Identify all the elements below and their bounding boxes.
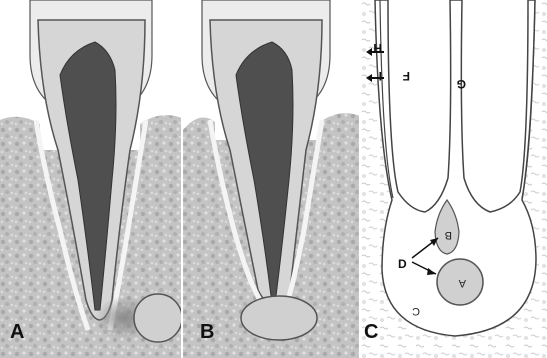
panel-a: A xyxy=(0,0,182,358)
panel-b-letter: B xyxy=(200,321,214,343)
label-b: B xyxy=(445,229,452,241)
label-i: I xyxy=(379,69,382,83)
panel-a-letter: A xyxy=(10,321,24,343)
label-d: D xyxy=(398,257,407,271)
panel-c: H I F G B A C D C xyxy=(361,0,547,358)
label-h: H xyxy=(373,41,382,55)
root-right xyxy=(461,0,528,212)
label-g: G xyxy=(457,77,466,91)
panel-c-letter: C xyxy=(364,321,378,343)
panel-b: B xyxy=(183,0,360,358)
periapical-lesion xyxy=(241,296,317,340)
periapical-lesion xyxy=(134,294,182,342)
root-left xyxy=(388,0,451,212)
label-a: A xyxy=(458,277,466,289)
label-c: C xyxy=(412,305,420,317)
label-f: F xyxy=(403,69,410,83)
